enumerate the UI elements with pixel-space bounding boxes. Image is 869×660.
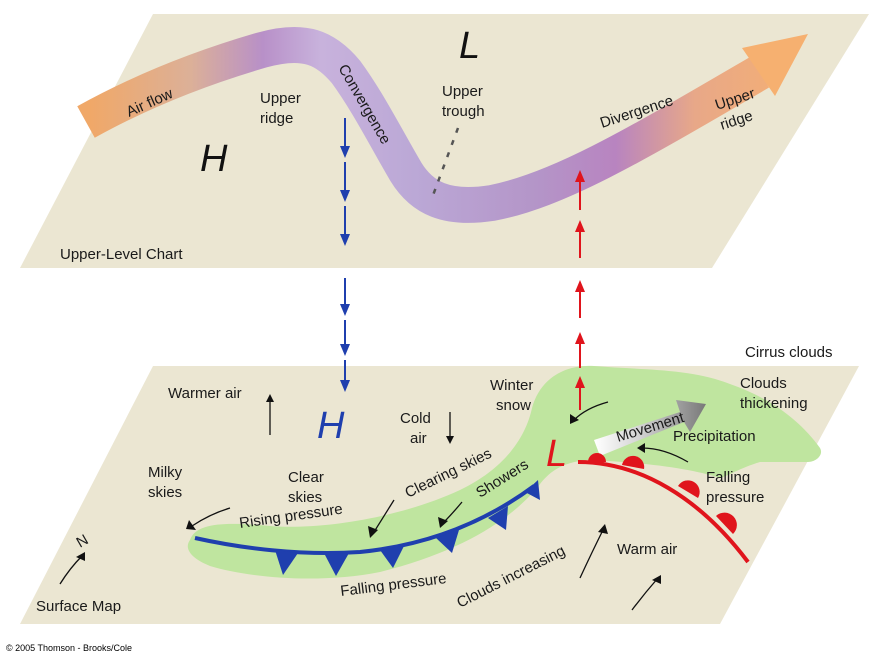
wind-arrows [59,394,689,611]
winter-snow-line1: Winter [490,377,533,394]
warm-front-semicircle [678,480,700,498]
surface-map-label: Surface Map [36,598,121,615]
clouds-thickening-line1: Clouds [740,375,787,392]
sinking-air-arrows [340,118,350,392]
falling-pressure-right-line1: Falling [706,469,750,486]
upper-ridge-left-line2: ridge [260,110,293,127]
upper-level-chart-label: Upper-Level Chart [60,246,183,263]
cirrus-clouds-label: Cirrus clouds [745,344,833,361]
upper-trough-line1: Upper [442,83,483,100]
rising-air-arrows [575,170,585,410]
milky-skies-line1: Milky [148,464,183,481]
warm-front-line [577,460,750,564]
cold-air-line1: Cold [400,410,431,427]
cold-front-triangle [325,553,349,576]
surface-high-letter: H [317,405,345,447]
upper-level-plane [20,14,869,268]
surface-low-letter: L [546,433,567,475]
cold-front-triangle [436,530,459,553]
clear-skies-line2: skies [288,489,322,506]
falling-pressure-right-line2: pressure [706,489,764,506]
copyright-notice: © 2005 Thomson - Brooks/Cole [6,643,132,653]
milky-skies-line2: skies [148,484,182,501]
cold-front-line [194,484,536,556]
cold-front-triangle [380,546,404,568]
winter-snow-line2: snow [496,397,531,414]
warm-air-label: Warm air [617,541,677,558]
warm-front-semicircle [588,453,606,462]
cold-front-triangle [525,480,540,500]
warm-front-semicircle [716,512,737,534]
cold-air-line2: air [410,430,427,447]
clear-skies-line1: Clear [288,469,324,486]
precipitation-label: Precipitation [673,428,756,445]
movement-arrow [594,400,706,456]
upper-low-letter: L [459,25,480,67]
upper-trough-line2: trough [442,103,485,120]
air-flow-arrowhead [742,34,808,96]
cold-front-triangle [275,550,298,575]
cold-front-triangle [488,506,508,530]
upper-ridge-left-line1: Upper [260,90,301,107]
warm-front-semicircle [622,455,645,469]
upper-high-letter: H [200,138,228,180]
clouds-thickening-line2: thickening [740,395,808,412]
air-flow-band [77,26,770,223]
warmer-air-label: Warmer air [168,385,242,402]
